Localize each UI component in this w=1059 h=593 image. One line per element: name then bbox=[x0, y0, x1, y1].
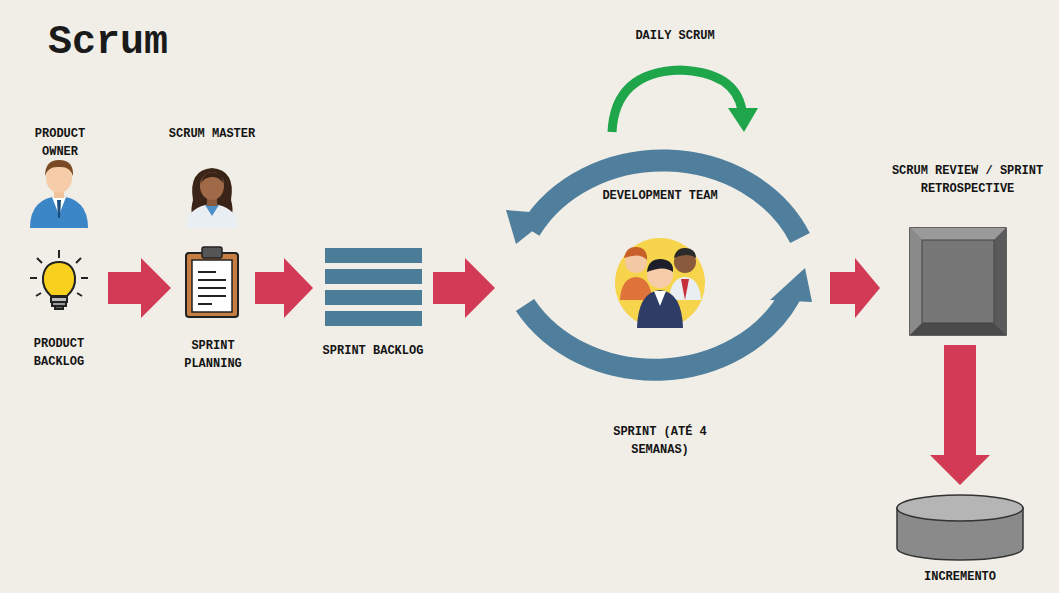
review-box bbox=[910, 228, 1006, 335]
node-text: SPRINT BACKLOG bbox=[318, 342, 428, 360]
node-text: SCRUM REVIEW / SPRINT RETROSPECTIVE bbox=[885, 162, 1050, 198]
flow-arrow bbox=[433, 258, 495, 318]
artifact-label: SPRINT BACKLOG bbox=[318, 245, 428, 378]
event-label: SPRINT PLANNING bbox=[176, 245, 250, 375]
daily-scrum-arc bbox=[612, 70, 758, 132]
artifact-label: INCREMENTO bbox=[890, 490, 1030, 588]
flow-arrow bbox=[255, 258, 313, 318]
free-label: DAILY SCRUM bbox=[635, 27, 715, 45]
diagram-title: Scrum bbox=[48, 20, 168, 65]
node-text: PRODUCT BACKLOG bbox=[15, 335, 103, 371]
node-text: SCRUM MASTER bbox=[167, 125, 257, 143]
scrum-master-icon bbox=[186, 168, 238, 228]
sprint-cycle-node: DEVELOPMENT TEAM SPRINT (ATÉ 4 SEMANAS) bbox=[500, 125, 825, 462]
flow-arrow bbox=[830, 258, 880, 318]
flow-arrow bbox=[930, 345, 990, 485]
increment-cylinder bbox=[897, 495, 1023, 560]
sprint-cycle bbox=[506, 160, 812, 369]
node-text: SPRINT PLANNING bbox=[176, 337, 250, 373]
team-icon bbox=[615, 238, 705, 328]
bulb-icon bbox=[30, 250, 88, 309]
event-label: SCRUM REVIEW / SPRINT RETROSPECTIVE bbox=[885, 162, 1050, 340]
node-text: INCREMENTO bbox=[890, 568, 1030, 586]
node-text: SPRINT (ATÉ 4 SEMANAS) bbox=[603, 423, 717, 459]
role-label: PRODUCT OWNER bbox=[15, 125, 105, 232]
artifact-label: PRODUCT BACKLOG bbox=[15, 245, 103, 373]
node-text: DEVELOPMENT TEAM bbox=[590, 187, 730, 205]
backlog-bars bbox=[325, 248, 422, 326]
flow-arrow bbox=[108, 258, 171, 318]
node-text: PRODUCT OWNER bbox=[15, 125, 105, 161]
role-label: SCRUM MASTER bbox=[167, 125, 257, 232]
product-owner-icon bbox=[30, 160, 88, 228]
clipboard-icon bbox=[186, 247, 238, 317]
